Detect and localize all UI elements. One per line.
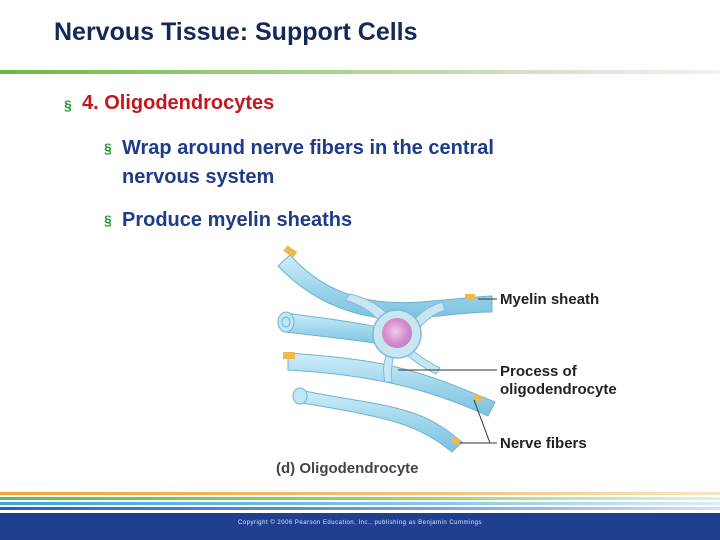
label-process-line2: oligodendrocyte xyxy=(500,381,617,398)
bullet-mark: § xyxy=(104,140,112,156)
leader-lines xyxy=(398,298,497,444)
axon-tip xyxy=(465,294,475,300)
figure-caption: (d) Oligodendrocyte xyxy=(276,460,419,477)
bullet-main: § 4. Oligodendrocytes xyxy=(64,92,274,118)
nerve-fiber-middle xyxy=(283,352,496,417)
bullet-sub-2-text: Produce myelin sheaths xyxy=(122,209,353,231)
axon-tip xyxy=(283,245,298,258)
axon-tip xyxy=(451,436,461,446)
axon-tip xyxy=(473,393,483,403)
slide-title: Nervous Tissue: Support Cells xyxy=(54,18,418,46)
bullet-mark: § xyxy=(104,212,112,228)
oligodendrocyte-process xyxy=(344,293,446,383)
bullet-main-text: 4. Oligodendrocytes xyxy=(82,92,275,114)
nucleus xyxy=(382,318,412,348)
nerve-fiber-top xyxy=(277,245,493,320)
bullet-mark: § xyxy=(64,97,72,113)
label-process-line1: Process of xyxy=(500,363,578,380)
copyright-text: Copyright © 2006 Pearson Education, Inc.… xyxy=(237,520,483,526)
label-nerve-fibers: Nerve fibers xyxy=(500,435,587,452)
nerve-fiber-bottom xyxy=(292,387,463,453)
label-myelin-sheath: Myelin sheath xyxy=(500,291,599,308)
axon-tip xyxy=(283,352,295,359)
bullet-sub-1: § Wrap around nerve fibers in the centra… xyxy=(104,134,604,192)
bullet-sub-2: § Produce myelin sheaths xyxy=(104,206,352,235)
title-rule xyxy=(0,70,720,74)
footer-bar xyxy=(0,513,720,540)
bullet-sub-1-text: Wrap around nerve fibers in the central … xyxy=(122,137,494,188)
footer-stripes xyxy=(0,492,720,514)
